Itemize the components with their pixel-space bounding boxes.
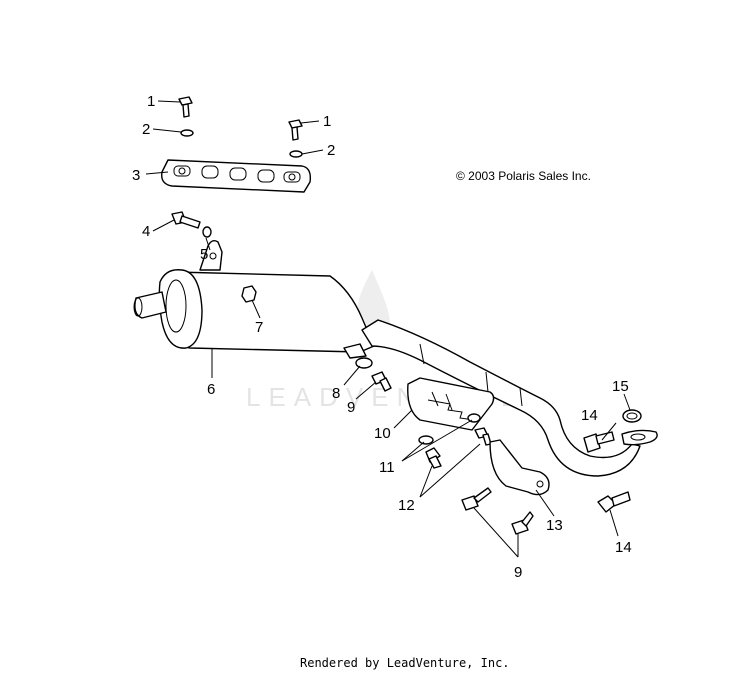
part-washer-top-right [289, 150, 303, 158]
part-bolt-top-left [178, 96, 193, 118]
callout-2-right: 2 [327, 142, 335, 159]
callout-11: 11 [379, 459, 395, 476]
callout-7: 7 [255, 319, 263, 336]
part-bolt-12-right [474, 427, 492, 446]
callout-10: 10 [374, 425, 391, 442]
callout-15: 15 [612, 378, 629, 395]
part-bolt-9-lower-left [461, 487, 492, 511]
part-washer-muffler-mount [202, 226, 212, 238]
callout-1-right: 1 [323, 113, 331, 130]
callout-6: 6 [207, 381, 215, 398]
callout-14-upper: 14 [581, 407, 598, 424]
callout-1-left: 1 [147, 93, 155, 110]
part-bolt-muffler-mount [171, 211, 201, 229]
part-gasket [622, 409, 642, 423]
part-washer-8 [355, 357, 373, 369]
part-bolt-top-right [288, 119, 303, 141]
part-bolt-9-upper [371, 371, 392, 392]
part-muffler [133, 239, 375, 359]
callouts: 1 1 2 2 3 4 5 6 7 8 9 9 10 11 12 13 14 1… [132, 93, 632, 581]
callout-9-upper: 9 [347, 399, 355, 416]
callout-5: 5 [200, 246, 208, 263]
part-bolt-9-lower-right [511, 511, 534, 535]
callout-9-lower: 9 [514, 564, 522, 581]
part-bolt-14-upper [583, 431, 615, 453]
callout-3: 3 [132, 167, 140, 184]
part-bolt-12-left [425, 447, 442, 469]
callout-13: 13 [546, 517, 563, 534]
callout-4: 4 [142, 223, 150, 240]
part-head-pipe [361, 319, 658, 477]
part-washer-11-right [467, 413, 481, 423]
footer-text: Rendered by LeadVenture, Inc. [300, 656, 510, 670]
part-washer-11-left [418, 435, 434, 445]
part-bolt-14-lower [597, 491, 631, 513]
callout-14-lower: 14 [615, 539, 632, 556]
leader-lines [145, 100, 631, 558]
copyright-text: © 2003 Polaris Sales Inc. [456, 169, 591, 183]
callout-12: 12 [398, 497, 415, 514]
callout-2-left: 2 [142, 121, 150, 138]
callout-8: 8 [332, 385, 340, 402]
part-washer-top-left [180, 129, 194, 137]
part-heat-shield-bracket [161, 159, 312, 193]
part-bracket [489, 439, 550, 496]
